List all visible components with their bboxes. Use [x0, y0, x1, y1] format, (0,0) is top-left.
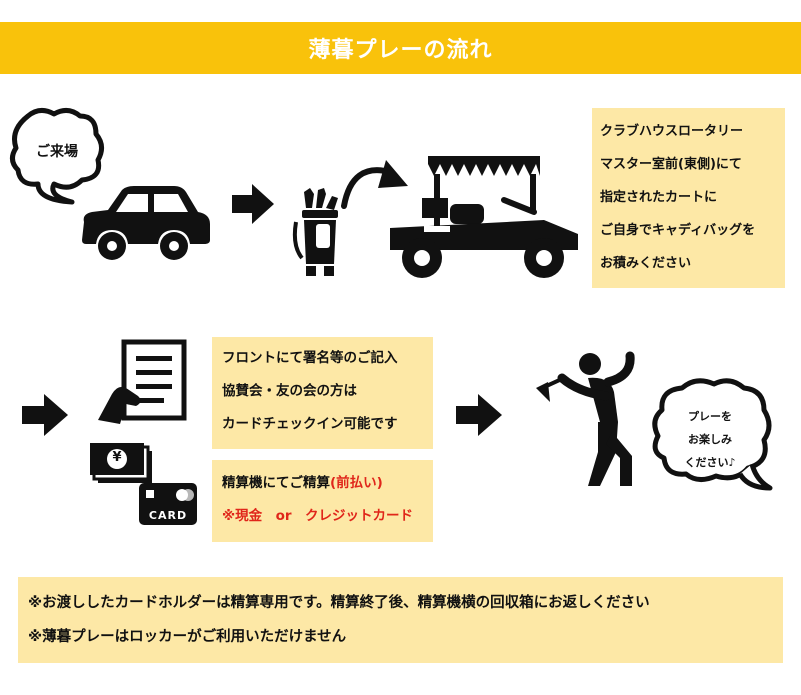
card-label: CARD	[148, 509, 188, 522]
payment-text: 精算機にてご精算	[222, 475, 330, 491]
cart-instructions-line: 指定されたカートに	[600, 190, 718, 205]
enjoy-bubble-text: プレーを お楽しみ ください♪	[668, 405, 752, 474]
front-desk-line: カードチェックイン可能です	[222, 416, 398, 432]
page-title: 薄暮プレーの流れ	[308, 38, 493, 63]
arrow-right-icon	[22, 394, 68, 436]
car-icon	[82, 186, 210, 260]
document-icon	[98, 339, 187, 424]
front-desk-line: 協賛会・友の会の方は	[222, 383, 357, 399]
enjoy-line: ください♪	[684, 456, 736, 469]
payment-line: 精算機にてご精算(前払い)	[222, 467, 433, 500]
enjoy-line: プレーを	[688, 410, 732, 423]
bottom-notes: ※お渡ししたカードホルダーは精算専用です。精算終了後、精算機横の回収箱にお返しく…	[18, 577, 783, 663]
speech-bubble-icon	[10, 108, 104, 205]
prepaid-label: (前払い)	[330, 475, 383, 491]
front-desk-note: フロントにて署名等のご記入 協賛会・友の会の方は カードチェックイン可能です	[212, 337, 433, 449]
cart-instructions-line: お積みください	[600, 256, 692, 271]
title-bar: 薄暮プレーの流れ	[0, 22, 801, 74]
note-line: ※薄暮プレーはロッカーがご利用いただけません	[28, 629, 347, 645]
credit-card-icon	[139, 483, 197, 525]
golf-bag-icon	[292, 188, 338, 276]
cart-instructions-note: クラブハウスロータリー マスター室前(東側)にて 指定されたカートに ご自身でキ…	[592, 108, 785, 288]
enjoy-line: お楽しみ	[688, 433, 732, 446]
arrow-right-icon	[232, 184, 274, 224]
golf-cart-icon	[390, 156, 578, 278]
front-desk-line: フロントにて署名等のご記入	[222, 350, 398, 366]
arrow-right-icon	[456, 394, 502, 436]
cart-instructions-line: マスター室前(東側)にて	[600, 157, 742, 172]
curved-arrow-icon	[341, 160, 408, 209]
payment-note: 精算機にてご精算(前払い) ※現金 or クレジットカード	[212, 460, 433, 542]
cash-icon	[90, 443, 152, 483]
arrival-bubble-text: ご来場	[36, 144, 78, 160]
golfer-icon	[536, 351, 635, 486]
payment-methods: ※現金 or クレジットカード	[222, 508, 414, 524]
note-line: ※お渡ししたカードホルダーは精算専用です。精算終了後、精算機横の回収箱にお返しく…	[28, 595, 650, 611]
yen-symbol: ¥	[112, 450, 122, 465]
speech-bubble-icon	[652, 378, 773, 491]
cart-instructions-line: ご自身でキャディバッグを	[600, 223, 756, 238]
cart-instructions-line: クラブハウスロータリー	[600, 124, 744, 139]
